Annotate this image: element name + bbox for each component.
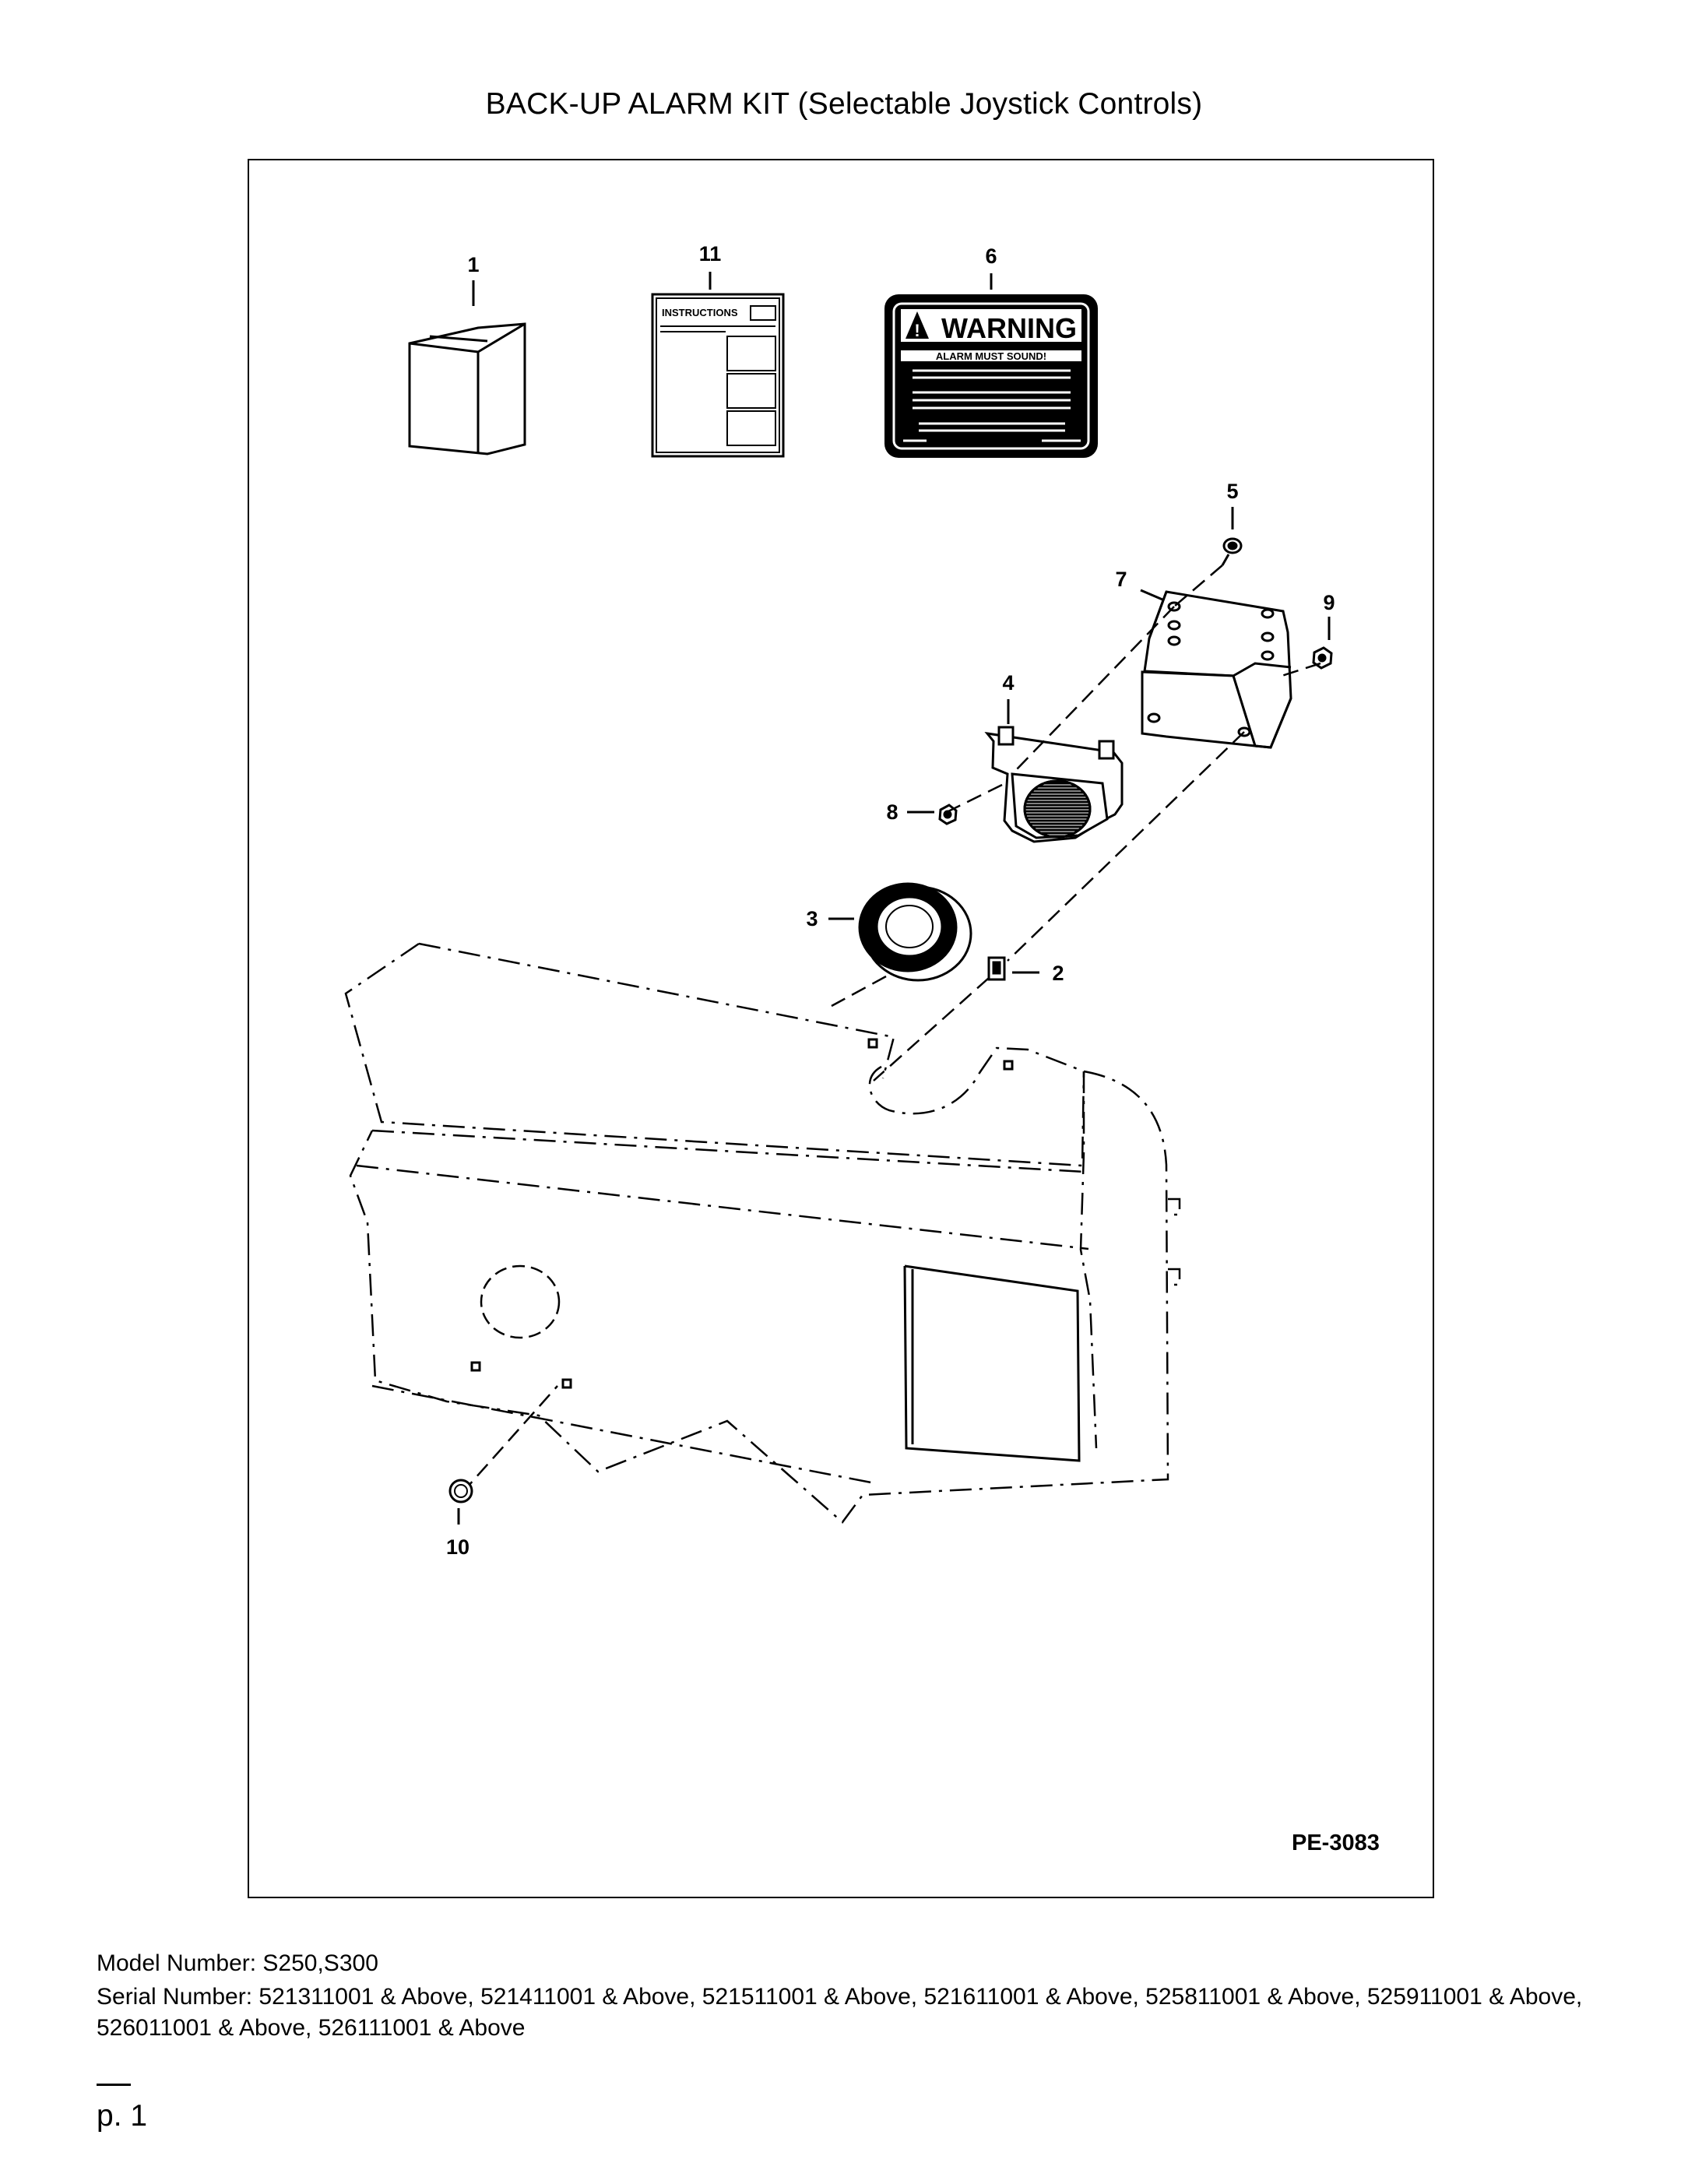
machine-opening [480,1264,561,1339]
callout-4: 4 [1002,671,1014,695]
callout-11: 11 [699,242,722,266]
drawing-reference-code: PE-3083 [1292,1831,1380,1855]
callout-5: 5 [1226,480,1238,503]
backup-alarm-icon [984,726,1124,843]
machine-panel-details [470,1038,1081,1462]
leader-line [1140,589,1163,601]
callout-3: 3 [806,907,818,930]
machine-body-outline [344,942,1181,1524]
callout-9: 9 [1323,591,1335,614]
assembly-lines [461,564,1321,1494]
diagram-frame [248,159,1434,1898]
warning-decal-icon: ! [884,294,1098,458]
nut-icon [1312,646,1333,670]
model-number: Model Number: S250,S300 [97,1950,378,1976]
callout-10: 10 [446,1535,469,1559]
plug-icon [448,1479,473,1503]
part-box-icon [408,322,526,455]
callout-6: 6 [985,244,997,268]
instructions-sheet-icon [651,293,785,458]
callout-1: 1 [467,253,479,276]
warning-subheader: ALARM MUST SOUND! [936,350,1046,362]
warning-header: WARNING [941,312,1077,344]
footer-divider [97,2084,131,2086]
bolt-icon [1221,537,1243,566]
callout-2: 2 [1052,962,1064,985]
clip-icon [987,956,1006,981]
page-number: p. 1 [97,2099,148,2133]
callout-8: 8 [886,800,898,824]
page-title: BACK-UP ALARM KIT (Selectable Joystick C… [485,87,1203,121]
mounting-bracket-icon [1141,590,1292,749]
serial-number: Serial Number: 521311001 & Above, 521411… [97,1984,1583,2041]
callout-7: 7 [1115,568,1127,591]
instructions-label: INSTRUCTIONS [662,307,738,318]
grommet-icon [858,882,972,982]
svg-text:!: ! [914,321,920,340]
